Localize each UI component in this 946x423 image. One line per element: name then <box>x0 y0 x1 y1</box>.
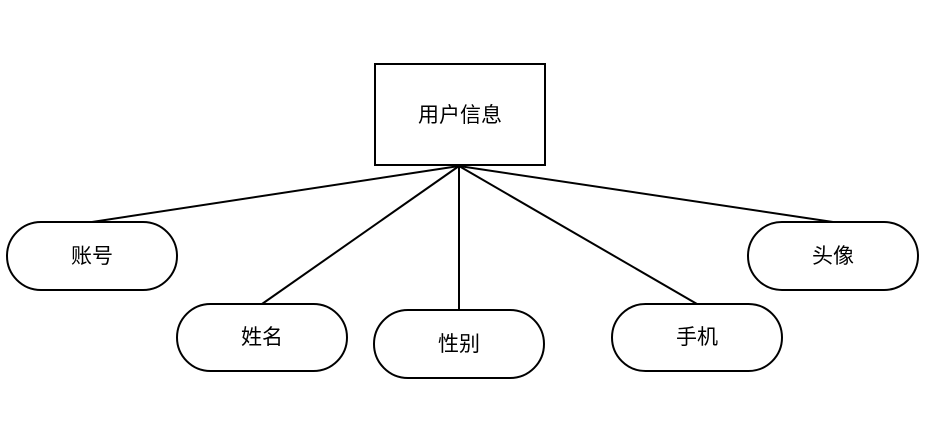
attribute-shape-gender <box>373 309 545 379</box>
connector-name <box>261 165 460 305</box>
connector-phone <box>458 165 698 305</box>
attribute-shape-phone <box>611 303 783 372</box>
attribute-node-gender: 性别 <box>373 309 545 379</box>
attribute-node-name: 姓名 <box>176 303 348 372</box>
attribute-shape-avatar <box>747 221 919 291</box>
connectors <box>91 165 834 310</box>
entity-box <box>374 63 546 166</box>
attribute-node-avatar: 头像 <box>747 221 919 291</box>
connector-account <box>91 165 460 223</box>
attribute-label-gender: 性别 <box>438 332 480 356</box>
connector-avatar <box>458 165 834 223</box>
attribute-label-phone: 手机 <box>676 325 718 349</box>
attribute-node-account: 账号 <box>6 221 178 291</box>
entity-node: 用户信息 <box>374 63 546 166</box>
attribute-label-avatar: 头像 <box>812 244 854 268</box>
attribute-label-account: 账号 <box>71 244 113 268</box>
attribute-shape-account <box>6 221 178 291</box>
attribute-node-phone: 手机 <box>611 303 783 372</box>
attribute-label-name: 姓名 <box>241 325 283 349</box>
entity-label: 用户信息 <box>418 103 502 127</box>
attribute-shape-name <box>176 303 348 372</box>
